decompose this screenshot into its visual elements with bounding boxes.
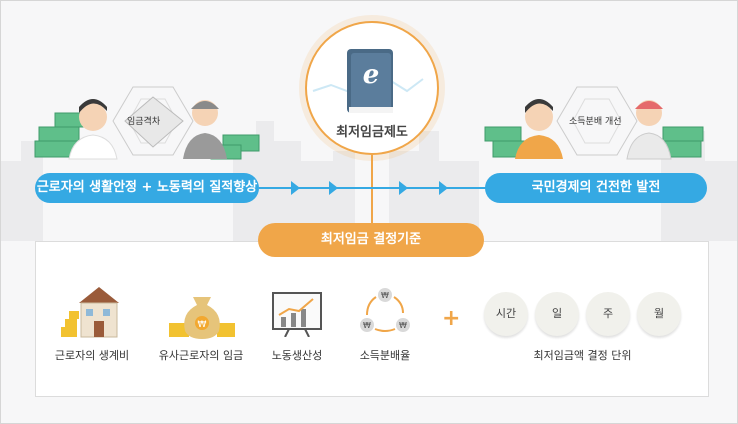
svg-text:₩: ₩ [381,291,389,300]
unit-week: 주 [586,292,630,336]
svg-text:e: e [363,60,380,90]
arrow-right-icon [291,181,300,195]
flow-line [259,187,487,189]
income-distribution-illustration [484,86,704,160]
plus-icon: + [442,306,461,331]
svg-text:₩: ₩ [399,321,407,330]
wage-gap-illustration [34,86,260,160]
unit-day: 일 [535,292,579,336]
arrow-right-icon [439,181,448,195]
unit-hour: 시간 [484,292,528,336]
law-book-icon: e [312,49,424,113]
svg-text:₩: ₩ [198,320,207,330]
national-economy-pill: 국민경제의 건전한 발전 [485,173,707,203]
house-coins-icon [61,287,119,338]
criteria-title: 최저임금 결정기준 [258,223,484,257]
worker-stability-pill: 근로자의 생활안정 + 노동력의 질적향상 [35,173,259,203]
criterion-labor-productivity: 노동생산성 [271,349,323,362]
worker-icon [626,100,672,160]
office-worker-icon [515,99,563,159]
units-caption: 최저임금액 결정 단위 [533,349,632,362]
minimum-wage-system-title: 최저임금제도 [336,125,408,140]
office-worker-icon [68,99,118,160]
unit-month: 월 [637,292,681,336]
growth-chart-icon [272,292,322,337]
criterion-living-cost: 근로자의 생계비 [54,349,130,362]
arrow-right-icon [329,181,338,195]
income-distribution-label: 소득분배 개선 [569,117,622,127]
svg-text:₩: ₩ [363,321,371,330]
money-bag-icon: ₩ [169,297,235,339]
won-cycle-icon: ₩ ₩ ₩ [360,288,410,332]
wage-gap-label: 임금격차 [127,117,161,127]
criterion-similar-workers-wage: 유사근로자의 임금 [158,349,244,362]
arrow-right-icon [399,181,408,195]
criterion-income-distribution-ratio: 소득분배율 [359,349,411,362]
worker-icon [183,100,227,159]
